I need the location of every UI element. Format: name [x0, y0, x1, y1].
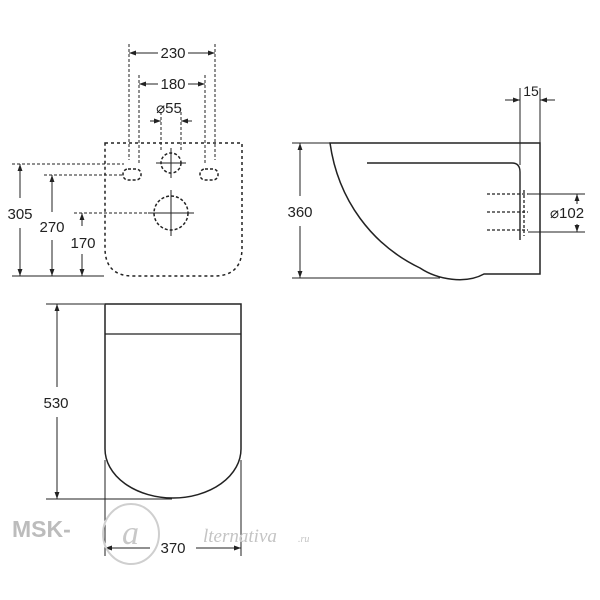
side-view-rim-line [367, 162, 521, 240]
watermark-at-icon [102, 503, 160, 565]
dim-15 [505, 88, 555, 165]
side-view [329, 142, 541, 281]
dim-label-305: 305 [7, 206, 32, 223]
dim-530 [46, 303, 172, 500]
dim-270 [44, 174, 124, 276]
side-view-outline [329, 142, 541, 281]
top-view-outline [104, 303, 242, 499]
top-view [104, 303, 242, 499]
dim-label-15: 15 [523, 83, 539, 99]
dim-230 [128, 44, 216, 160]
dim-170 [74, 212, 152, 276]
dim-label-360: 360 [287, 204, 312, 221]
dim-label-170: 170 [70, 235, 95, 252]
dim-label-270: 270 [39, 219, 64, 236]
dim-label-102: ⌀102 [550, 205, 584, 222]
rear-view-outline [104, 142, 243, 277]
dim-370 [104, 460, 242, 556]
dim-label-180: 180 [160, 76, 185, 93]
right-bolt-slot [199, 168, 219, 181]
left-bolt-slot [122, 168, 142, 181]
dim-305 [12, 163, 124, 277]
rear-view [104, 142, 243, 277]
dim-180 [138, 75, 206, 165]
watermark-brand-left: MSK- [12, 516, 71, 542]
dim-label-530: 530 [43, 395, 68, 412]
watermark-brand-script: lternativa [203, 526, 277, 547]
watermark-at-glyph: a [122, 515, 139, 552]
dim-55 [150, 112, 192, 152]
dim-label-370: 370 [160, 540, 185, 557]
dim-label-230: 230 [160, 45, 185, 62]
dim-label-55: ⌀55 [156, 100, 182, 117]
dim-360 [292, 142, 440, 279]
watermark-brand-suffix: .ru [298, 534, 309, 545]
watermark-logo: MSK- a lternativa .ru [12, 503, 309, 565]
dim-102 [528, 193, 585, 233]
